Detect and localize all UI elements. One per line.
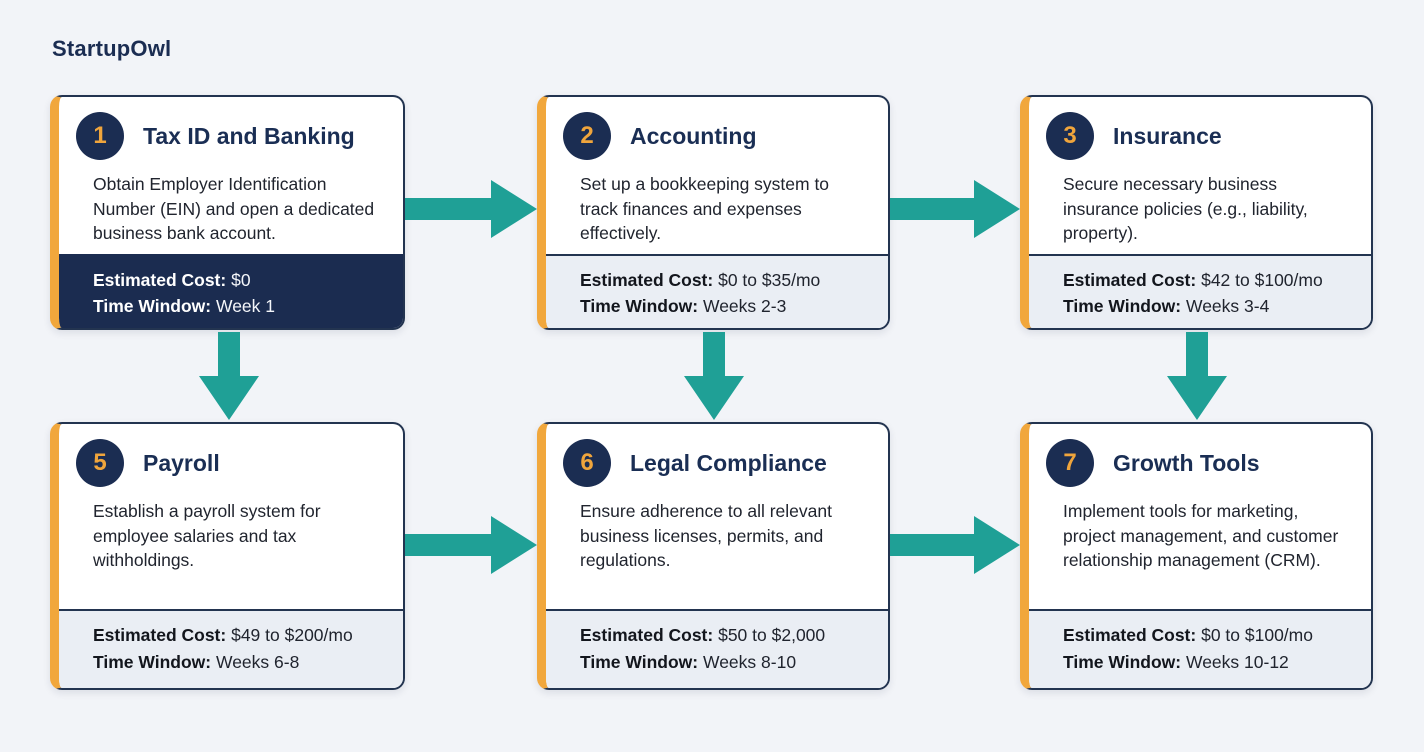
cost-row: Estimated Cost: $42 to $100/mo (1063, 267, 1357, 294)
card-title: Legal Compliance (630, 449, 827, 476)
cost-value: $0 to $100/mo (1201, 625, 1313, 645)
time-row: Time Window: Weeks 8-10 (580, 649, 874, 676)
time-value: Weeks 3-4 (1186, 296, 1270, 316)
card-header: 6 Legal Compliance (546, 424, 888, 491)
time-row: Time Window: Weeks 10-12 (1063, 649, 1357, 676)
arrow-right-icon (405, 516, 537, 574)
step-card-insurance: 3 Insurance Secure necessary business in… (1020, 95, 1373, 330)
cost-value: $0 (231, 269, 251, 290)
step-number-badge: 1 (76, 112, 124, 160)
card-footer: Estimated Cost: $42 to $100/mo Time Wind… (1029, 253, 1371, 328)
time-label: Time Window: (1063, 651, 1182, 672)
cost-label: Estimated Cost: (580, 269, 714, 290)
time-label: Time Window: (580, 296, 699, 316)
arrow-down-icon (199, 332, 259, 420)
card-description: Set up a bookkeeping system to track fin… (580, 174, 830, 243)
card-title: Payroll (143, 449, 220, 476)
time-label: Time Window: (93, 651, 212, 672)
time-value: Weeks 2-3 (703, 296, 787, 316)
card-footer: Estimated Cost: $49 to $200/mo Time Wind… (59, 609, 403, 688)
cost-row: Estimated Cost: $49 to $200/mo (93, 622, 389, 649)
card-description: Obtain Employer Identification Number (E… (93, 174, 375, 243)
card-title: Insurance (1113, 122, 1222, 149)
card-header: 5 Payroll (59, 424, 403, 491)
card-description: Ensure adherence to all relevant busines… (580, 501, 832, 570)
step-card-growth-tools: 7 Growth Tools Implement tools for marke… (1020, 422, 1373, 690)
card-header: 3 Insurance (1029, 97, 1371, 164)
step-card-legal-compliance: 6 Legal Compliance Ensure adherence to a… (537, 422, 890, 690)
card-footer: Estimated Cost: $0 to $100/mo Time Windo… (1029, 609, 1371, 688)
card-description: Secure necessary business insurance poli… (1063, 174, 1308, 243)
card-footer: Estimated Cost: $0 to $35/mo Time Window… (546, 253, 888, 328)
time-row: Time Window: Weeks 6-8 (93, 649, 389, 676)
cost-label: Estimated Cost: (93, 269, 227, 290)
cost-row: Estimated Cost: $0 (93, 267, 389, 294)
arrow-right-icon (890, 180, 1020, 238)
app-title: StartupOwl (52, 36, 172, 61)
step-card-accounting: 2 Accounting Set up a bookkeeping system… (537, 95, 890, 330)
cost-value: $49 to $200/mo (231, 625, 353, 645)
time-label: Time Window: (1063, 296, 1182, 316)
time-row: Time Window: Weeks 3-4 (1063, 293, 1357, 320)
arrow-right-icon (890, 516, 1020, 574)
cost-label: Estimated Cost: (93, 625, 227, 645)
card-title: Accounting (630, 122, 757, 149)
card-title: Tax ID and Banking (143, 122, 355, 149)
cost-row: Estimated Cost: $0 to $100/mo (1063, 622, 1357, 649)
card-description: Establish a payroll system for employee … (93, 501, 321, 570)
arrow-right-icon (405, 180, 537, 238)
step-card-tax-id-banking: 1 Tax ID and Banking Obtain Employer Ide… (50, 95, 405, 330)
step-number-badge: 5 (76, 439, 124, 487)
cost-row: Estimated Cost: $0 to $35/mo (580, 267, 874, 294)
card-header: 1 Tax ID and Banking (59, 97, 403, 164)
cost-value: $0 to $35/mo (718, 269, 821, 290)
time-row: Time Window: Weeks 2-3 (580, 293, 874, 320)
cost-value: $50 to $2,000 (718, 625, 826, 645)
cost-label: Estimated Cost: (580, 625, 714, 645)
cost-value: $42 to $100/mo (1201, 269, 1323, 290)
card-footer: Estimated Cost: $50 to $2,000 Time Windo… (546, 609, 888, 688)
arrow-down-icon (684, 332, 744, 420)
cost-label: Estimated Cost: (1063, 269, 1197, 290)
time-value: Week 1 (216, 296, 276, 316)
step-number-badge: 7 (1046, 439, 1094, 487)
card-header: 7 Growth Tools (1029, 424, 1371, 491)
card-description: Implement tools for marketing, project m… (1063, 501, 1339, 570)
time-value: Weeks 8-10 (703, 651, 797, 672)
time-label: Time Window: (93, 296, 212, 316)
card-header: 2 Accounting (546, 97, 888, 164)
time-label: Time Window: (580, 651, 699, 672)
step-number-badge: 6 (563, 439, 611, 487)
cost-row: Estimated Cost: $50 to $2,000 (580, 622, 874, 649)
card-title: Growth Tools (1113, 449, 1260, 476)
card-footer: Estimated Cost: $0 Time Window: Week 1 (59, 253, 403, 328)
step-number-badge: 3 (1046, 112, 1094, 160)
time-row: Time Window: Week 1 (93, 293, 389, 320)
time-value: Weeks 6-8 (216, 651, 300, 672)
cost-label: Estimated Cost: (1063, 625, 1197, 645)
time-value: Weeks 10-12 (1186, 651, 1289, 672)
arrow-down-icon (1167, 332, 1227, 420)
step-card-payroll: 5 Payroll Establish a payroll system for… (50, 422, 405, 690)
step-number-badge: 2 (563, 112, 611, 160)
